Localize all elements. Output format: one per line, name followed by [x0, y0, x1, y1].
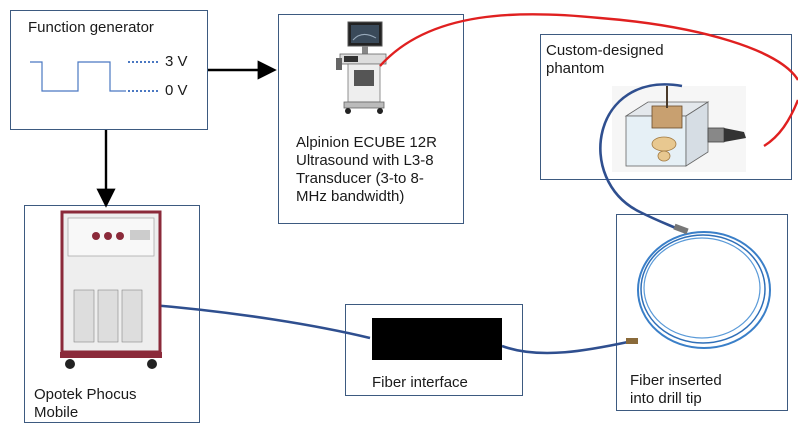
phantom-image	[612, 86, 746, 172]
fiber-coil-image	[626, 223, 771, 349]
laser-cabinet-image	[60, 210, 162, 369]
fiber-cable-phantom	[599, 83, 683, 232]
transducer-cable	[379, 13, 798, 81]
function-generator-title: Function generator	[28, 19, 154, 36]
high-voltage-label: 3 V	[165, 53, 188, 70]
low-voltage-label: 0 V	[165, 82, 188, 99]
ultrasound-machine-image	[336, 21, 387, 114]
square-wave-signal	[30, 61, 126, 92]
transducer-cable-end	[763, 99, 798, 148]
fiber-interface-label: Fiber interface	[372, 374, 468, 391]
function-generator-box	[10, 10, 208, 130]
ultrasound-box	[278, 14, 464, 224]
phantom-label: Custom-designed phantom	[546, 42, 664, 77]
ultrasound-label: Alpinion ECUBE 12R Ultrasound with L3-8 …	[296, 134, 437, 205]
fiber-drill-label: Fiber inserted into drill tip	[630, 372, 722, 407]
fiber-interface-block	[372, 318, 502, 360]
fiber-cable-interface-out	[501, 340, 629, 355]
laser-label: Opotek Phocus Mobile	[34, 386, 137, 421]
